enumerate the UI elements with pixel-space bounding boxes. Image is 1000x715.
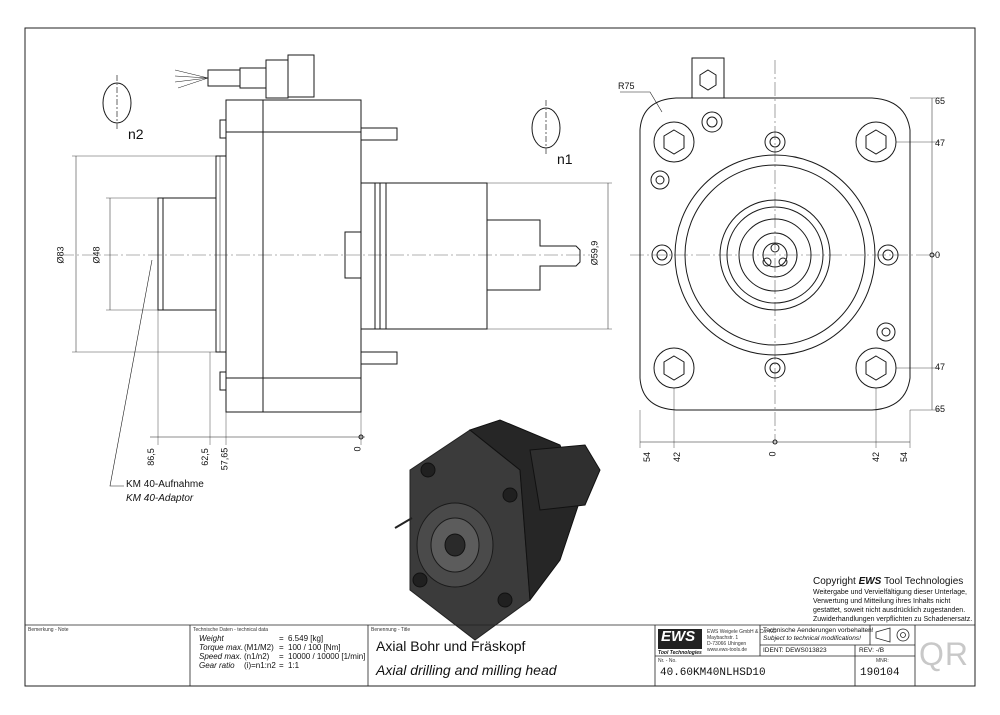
dim-57-65: 57,65 <box>219 447 230 471</box>
mnr-label: MNR: <box>876 658 889 664</box>
callout-km40-de: KM 40-Aufnahme <box>126 479 204 490</box>
ews-logo-box <box>658 629 702 649</box>
company-line-3: D-73066 Uhingen <box>707 641 747 647</box>
rotation-label-n1: n1 <box>557 151 573 167</box>
main-housing <box>225 99 362 413</box>
spec-name: Weight <box>199 634 224 643</box>
part-number-label: Nr. - No. <box>658 658 677 664</box>
km40-nose <box>157 197 217 311</box>
dim-86-5: 86,5 <box>145 448 156 466</box>
spec-row: Gear ratio (i)=n1:n2 = 1:1 <box>196 661 366 670</box>
rotation-label-n2: n2 <box>128 126 144 142</box>
ews-logo-text: EWS <box>661 628 696 645</box>
spec-value: 100 / 100 [Nm] <box>288 643 341 652</box>
mnr-value: 190104 <box>860 667 900 679</box>
dim-bottom-54-right: 54 <box>899 451 910 463</box>
spec-eq: = <box>279 643 284 652</box>
tech-data-label: Technische Daten - technical data <box>193 627 269 633</box>
copyright-suffix: Tool Technologies <box>881 576 964 587</box>
change-notice-de: Technische Aenderungen vorbehalten! <box>763 627 874 634</box>
title-block-grid <box>25 624 975 686</box>
drawing-title-de: Axial Bohr und Fräskopf <box>376 638 526 654</box>
callout-km40-en: KM 40-Adaptor <box>126 493 194 504</box>
dim-radius-r75: R75 <box>618 81 635 91</box>
ident-value: IDENT: DEWS013823 <box>763 647 827 654</box>
ews-logo-sub: Tool Technologies <box>658 650 702 656</box>
spec-value: 10000 / 10000 [1/min] <box>288 652 366 661</box>
spec-eq: = <box>279 661 284 670</box>
spec-name: Speed max. <box>199 652 242 661</box>
copyright-line-3: gestattet, soweit nicht ausdrücklich zug… <box>813 607 966 614</box>
dim-right-65-top: 65 <box>935 96 946 106</box>
copyright-line-4: Zuwiderhandlungen verpflichten zu Schade… <box>813 616 973 623</box>
title-label: Benennung - Title <box>371 627 411 633</box>
copyright-line-1: Weitergabe und Vervielfältigung dieser U… <box>813 589 967 596</box>
spec-value: 1:1 <box>288 661 300 670</box>
part-number: 40.60KM40NLHSD10 <box>660 667 766 679</box>
dim-right-65-bottom: 65 <box>935 404 946 414</box>
flange <box>215 155 227 353</box>
dim-right-47-top: 47 <box>935 138 946 148</box>
projection-symbol <box>875 627 910 643</box>
copyright-line-2: Verwertung und Mitteilung ihres Inhalts … <box>813 598 951 605</box>
front-view <box>620 57 940 448</box>
spec-unit: (M1/M2) <box>244 643 274 652</box>
note-label: Bemerkung - Note <box>28 627 69 633</box>
spec-row: Speed max. (n1/n2) = 10000 / 10000 [1/mi… <box>196 652 366 661</box>
dim-right-47-bottom: 47 <box>935 362 946 372</box>
copyright-brand: EWS <box>858 576 882 587</box>
dim-dia-59-9: Ø59,9 <box>589 240 600 266</box>
spec-row: Weight = 6.549 [kg] <box>196 634 366 643</box>
drawing-title-en: Axial drilling and milling head <box>376 662 557 678</box>
change-notice-en: Subject to technical modifications! <box>763 635 861 642</box>
square-flange <box>639 97 911 411</box>
dim-62-5: 62,5 <box>199 448 210 466</box>
dim-bottom-42-right: 42 <box>871 451 882 463</box>
spec-name: Gear ratio <box>199 661 235 670</box>
dim-side-zero: 0 <box>352 446 363 452</box>
spec-value: 6.549 [kg] <box>288 634 324 643</box>
sheet-frame <box>24 27 976 687</box>
company-line-1: EWS Weigele GmbH & Co. KG <box>707 629 777 635</box>
dim-bottom-54-left: 54 <box>642 451 653 463</box>
spec-table: Weight = 6.549 [kg] Torque max. (M1/M2) … <box>196 634 366 670</box>
spec-row: Torque max. (M1/M2) = 100 / 100 [Nm] <box>196 643 366 652</box>
dim-bottom-42-left: 42 <box>672 451 683 463</box>
isometric-model <box>394 419 601 641</box>
company-line-4: www.ews-tools.de <box>707 647 748 653</box>
spec-unit: (n1/n2) <box>244 652 270 661</box>
dim-bottom-zero: 0 <box>767 451 778 457</box>
dim-dia-48: Ø48 <box>91 246 102 264</box>
spec-eq: = <box>279 652 284 661</box>
dim-dia-83: Ø83 <box>55 246 66 264</box>
side-view <box>60 54 612 487</box>
spec-unit: (i)=n1:n2 <box>244 661 276 670</box>
qr-placeholder: QR <box>919 636 969 672</box>
rev-value: REV: -/B <box>859 647 885 654</box>
copyright-title: Copyright EWS Tool Technologies <box>813 576 963 587</box>
company-line-2: Maybachstr. 1 <box>707 635 739 641</box>
spec-eq: = <box>279 634 284 643</box>
copyright-prefix: Copyright <box>813 576 859 587</box>
dim-right-zero: 0 <box>935 250 941 260</box>
spec-name: Torque max. <box>199 643 244 652</box>
